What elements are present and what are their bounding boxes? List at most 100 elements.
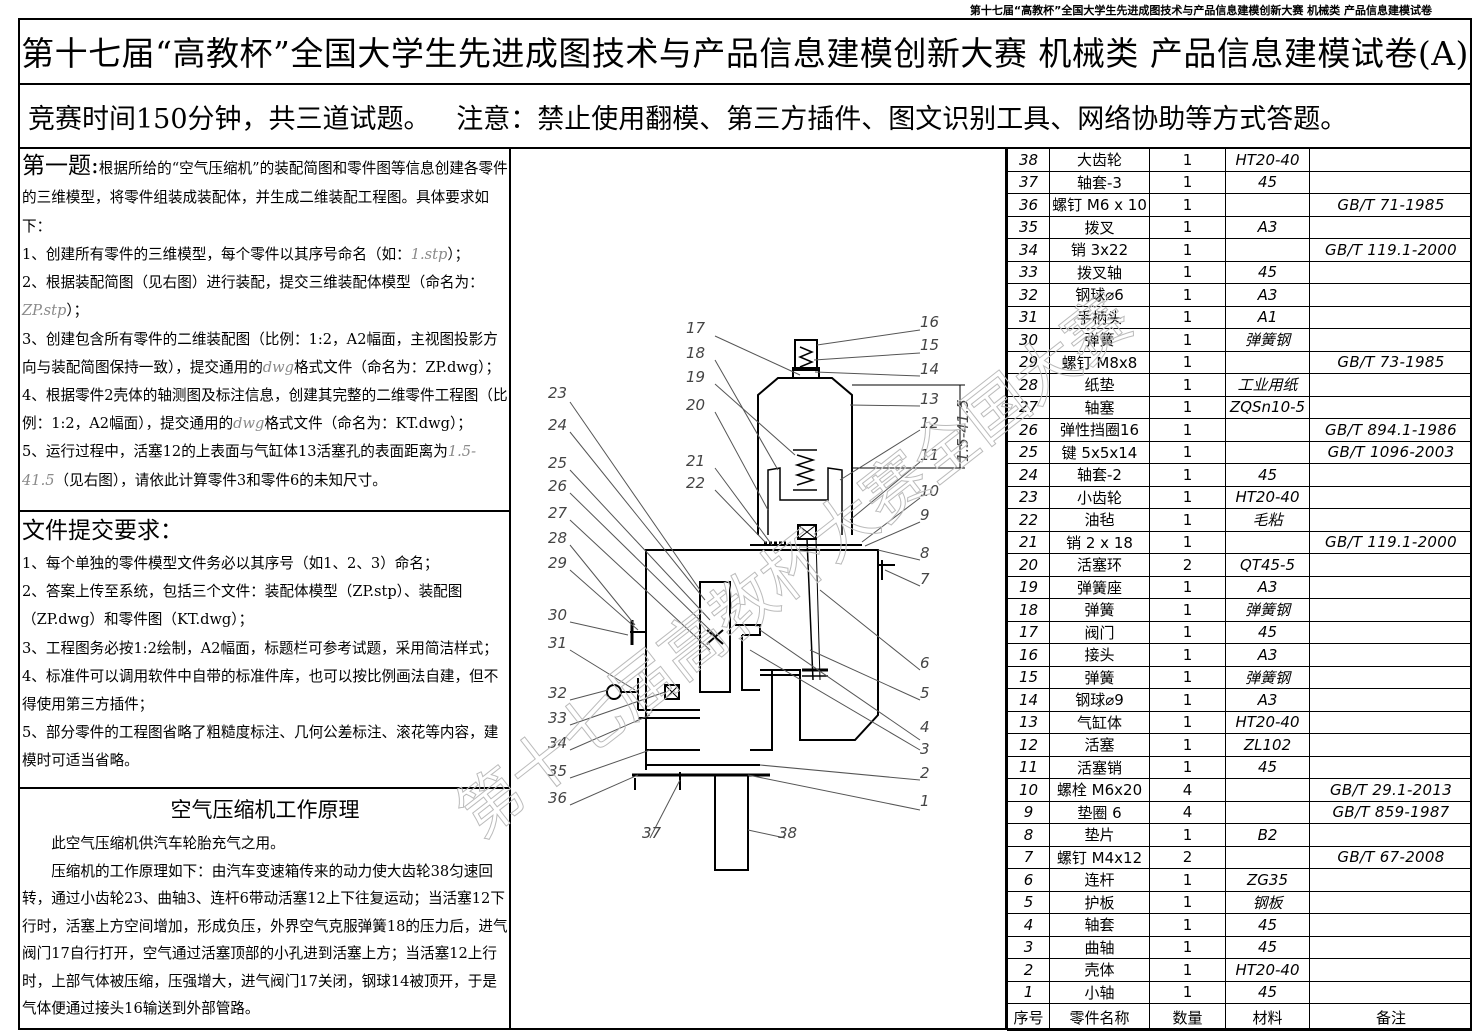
cell-material: A3: [1226, 576, 1310, 599]
cell-material: 45: [1226, 756, 1310, 779]
cell-no: 20: [1008, 554, 1050, 577]
cell-no: 31: [1008, 306, 1050, 329]
cell-material: B2: [1226, 824, 1310, 847]
cell-qty: 1: [1150, 689, 1226, 712]
label-12: 12: [920, 414, 939, 432]
label-32: 32: [548, 684, 567, 702]
label-23: 23: [548, 384, 567, 402]
cell-remark: GB/T 67-2008: [1310, 846, 1472, 869]
cell-name: 钢球⌀6: [1050, 284, 1150, 307]
cell-qty: 1: [1150, 576, 1226, 599]
cell-qty: 1: [1150, 734, 1226, 757]
cell-material: 45: [1226, 261, 1310, 284]
label-21: 21: [686, 452, 705, 470]
cell-remark: GB/T 71-1985: [1310, 194, 1472, 217]
cell-remark: GB/T 119.1-2000: [1310, 531, 1472, 554]
cell-remark: [1310, 554, 1472, 577]
cell-name: 小轴: [1050, 981, 1150, 1004]
file-req-item-1: 1、每个单独的零件模型文件务必以其序号（如1、2、3）命名；: [22, 550, 508, 578]
cell-name: 活塞环: [1050, 554, 1150, 577]
cell-name: 曲轴: [1050, 936, 1150, 959]
cell-name: 手柄头: [1050, 306, 1150, 329]
sketch-leaders: [570, 330, 920, 838]
label-10: 10: [920, 482, 939, 500]
cell-material: A3: [1226, 689, 1310, 712]
cell-name: 拨叉轴: [1050, 261, 1150, 284]
question-1-item-1: 1、创建所有零件的三维模型，每个零件以其序号命名（如：1.stp）；: [22, 241, 508, 269]
label-16: 16: [920, 313, 939, 331]
cell-remark: [1310, 509, 1472, 532]
cell-no: 8: [1008, 824, 1050, 847]
header-material: 材料: [1226, 1004, 1310, 1031]
exam-notice: 竞赛时间150分钟，共三道试题。 注意：禁止使用翻模、第三方插件、图文识别工具、…: [28, 97, 1347, 136]
cell-no: 32: [1008, 284, 1050, 307]
header-no: 序号: [1008, 1004, 1050, 1031]
cell-name: 轴套-2: [1050, 464, 1150, 487]
label-24: 24: [548, 416, 567, 434]
cell-material: 45: [1226, 936, 1310, 959]
cell-remark: [1310, 891, 1472, 914]
cell-no: 21: [1008, 531, 1050, 554]
cell-name: 弹簧: [1050, 666, 1150, 689]
cell-material: HT20-40: [1226, 486, 1310, 509]
cell-name: 连杆: [1050, 869, 1150, 892]
cell-qty: 1: [1150, 194, 1226, 217]
header-name: 零件名称: [1050, 1004, 1150, 1031]
cell-material: HT20-40: [1226, 959, 1310, 982]
cell-material: QT45-5: [1226, 554, 1310, 577]
cell-qty: 1: [1150, 621, 1226, 644]
cell-remark: [1310, 171, 1472, 194]
file-req-item-2: 2、答案上传至系统，包括三个文件：装配体模型（ZP.stp）、装配图（ZP.dw…: [22, 578, 508, 634]
cell-no: 13: [1008, 711, 1050, 734]
cell-qty: 1: [1150, 351, 1226, 374]
cell-no: 27: [1008, 396, 1050, 419]
cell-remark: [1310, 936, 1472, 959]
cell-no: 22: [1008, 509, 1050, 532]
cell-qty: 4: [1150, 801, 1226, 824]
cell-qty: 2: [1150, 554, 1226, 577]
cell-no: 36: [1008, 194, 1050, 217]
question-1: 第一题:根据所给的“空气压缩机”的装配简图和零件图等信息创建各零件的三维模型，将…: [22, 152, 508, 495]
cell-name: 键 5x5x14: [1050, 441, 1150, 464]
cell-name: 钢球⌀9: [1050, 689, 1150, 712]
cell-remark: [1310, 734, 1472, 757]
label-35: 35: [548, 762, 567, 780]
cell-remark: [1310, 284, 1472, 307]
label-18: 18: [686, 344, 705, 362]
cell-name: 活塞销: [1050, 756, 1150, 779]
cell-remark: [1310, 981, 1472, 1004]
label-9: 9: [920, 506, 930, 524]
cell-name: 护板: [1050, 891, 1150, 914]
cell-remark: [1310, 824, 1472, 847]
label-5: 5: [920, 684, 930, 702]
notice-row: 竞赛时间150分钟，共三道试题。 注意：禁止使用翻模、第三方插件、图文识别工具、…: [18, 85, 1472, 149]
label-38: 38: [778, 824, 797, 842]
cell-material: HT20-40: [1226, 149, 1310, 172]
header-remark: 备注: [1310, 1004, 1472, 1031]
cell-remark: GB/T 73-1985: [1310, 351, 1472, 374]
cell-material: A1: [1226, 306, 1310, 329]
cell-remark: [1310, 486, 1472, 509]
cell-no: 6: [1008, 869, 1050, 892]
cell-name: 气缸体: [1050, 711, 1150, 734]
cell-no: 29: [1008, 351, 1050, 374]
label-13: 13: [920, 390, 939, 408]
cell-qty: 1: [1150, 171, 1226, 194]
cell-material: ZL102: [1226, 734, 1310, 757]
